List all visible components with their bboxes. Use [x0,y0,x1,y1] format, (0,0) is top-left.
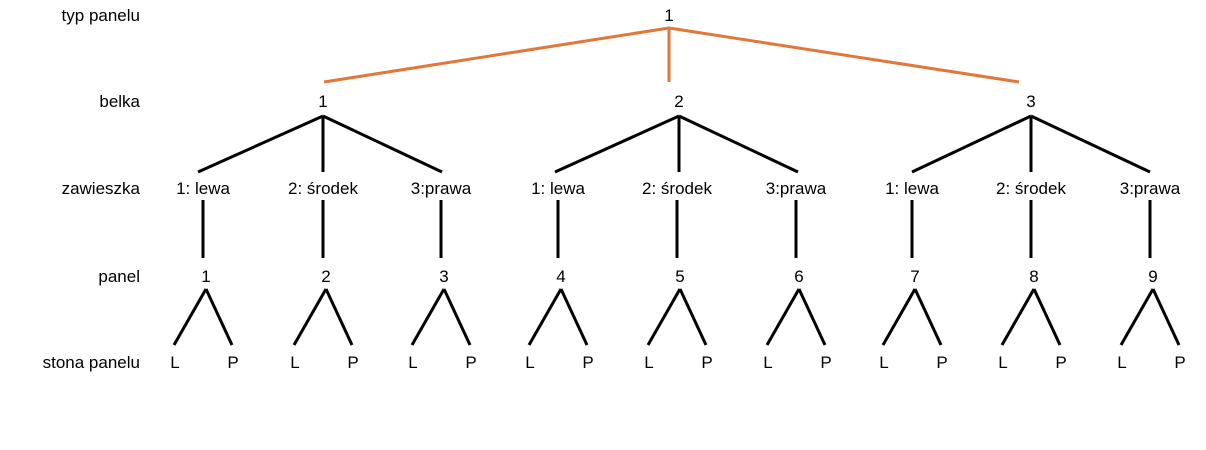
side-node-right: P [347,353,358,372]
side-node-left: L [290,353,299,372]
panel-edge-left [1119,288,1155,346]
panel-node: 6 [794,267,803,286]
side-node-left: L [408,353,417,372]
panel-edge-right [913,288,943,346]
panel-node: 1 [201,267,210,286]
level-label-zawieszka: zawieszka [62,179,141,198]
panel-edge-left [292,288,328,346]
side-node-left: L [1117,353,1126,372]
belka-node: 1 [318,92,327,111]
level-label-typ-panelu: typ panelu [62,6,140,25]
side-node-right: P [227,353,238,372]
panel-edge-right [442,288,472,346]
side-node-left: L [644,353,653,372]
belka-node: 2 [674,92,683,111]
side-node-left: L [879,353,888,372]
belka-edge [1030,114,1151,174]
side-node-right: P [936,353,947,372]
panel-node: 5 [675,267,684,286]
panel-edge-right [678,288,708,346]
side-node-right: P [582,353,593,372]
side-node-right: P [820,353,831,372]
root-node: 1 [664,6,673,25]
panel-node: 2 [321,267,330,286]
panel-edge-left [1000,288,1036,346]
root-edge [323,26,670,84]
side-node-right: P [1055,353,1066,372]
panel-edge-right [1151,288,1181,346]
panel-edge-right [1032,288,1062,346]
belka-edge [322,114,443,174]
panel-edge-right [204,288,234,346]
zawieszka-node: 2: środek [288,179,358,198]
root-edge [668,26,1020,84]
side-node-left: L [170,353,179,372]
zawieszka-node: 1: lewa [176,179,230,198]
panel-node: 4 [556,267,565,286]
panel-edge-right [559,288,589,346]
zawieszka-node: 1: lewa [885,179,939,198]
level-label-belka: belka [99,92,140,111]
side-node-right: P [701,353,712,372]
side-node-left: L [998,353,1007,372]
belka-edge [554,114,680,174]
panel-node: 7 [910,267,919,286]
belka-edge [911,114,1032,174]
side-node-left: L [763,353,772,372]
panel-node: 3 [439,267,448,286]
zawieszka-node: 3:prawa [411,179,472,198]
zawieszka-node: 3:prawa [766,179,827,198]
level-label-panel: panel [98,267,140,286]
side-node-right: P [1174,353,1185,372]
belka-edge [197,114,324,174]
panel-edge-left [765,288,801,346]
panel-edge-left [881,288,917,346]
zawieszka-node: 2: środek [642,179,712,198]
zawieszka-node: 2: środek [996,179,1066,198]
belka-node: 3 [1026,92,1035,111]
panel-edge-right [324,288,354,346]
panel-edge-right [797,288,827,346]
zawieszka-node: 3:prawa [1120,179,1181,198]
level-label-strona-panelu: stona panelu [43,353,140,372]
panel-node: 9 [1148,267,1157,286]
belka-edge [678,114,799,174]
zawieszka-node: 1: lewa [531,179,585,198]
panel-edge-left [646,288,682,346]
panel-edge-left [410,288,446,346]
panel-node: 8 [1029,267,1038,286]
panel-edge-left [527,288,563,346]
side-node-right: P [465,353,476,372]
side-node-left: L [525,353,534,372]
panel-edge-left [172,288,208,346]
